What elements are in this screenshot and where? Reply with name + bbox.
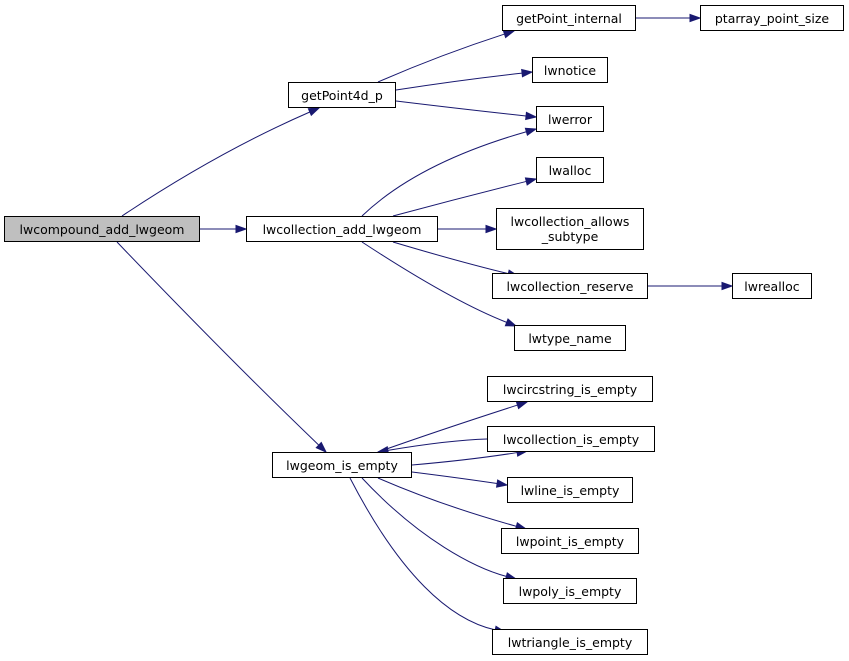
edge-arrowhead (504, 318, 518, 327)
edge-line (395, 100, 527, 117)
edge-lwcollection-add-lwgeom-to-lwerror (361, 127, 538, 217)
edge-line (395, 72, 523, 91)
edge-line (392, 180, 527, 217)
edge-arrowhead (307, 107, 321, 117)
node-lwcollection-add-lwgeom[interactable]: lwcollection_add_lwgeom (246, 216, 438, 242)
edge-lwcompound-add-lwgeom-to-lwcollection-add-lwgeom (200, 224, 248, 234)
edge-line (377, 33, 505, 83)
edge-arrowhead (689, 13, 702, 23)
edge-arrowhead (525, 111, 538, 121)
edge-lwcollection-add-lwgeom-to-lwalloc (392, 177, 538, 217)
node-lwpoint-is-empty[interactable]: lwpoint_is_empty (501, 528, 639, 554)
edge-getpoint4d-p-to-lwerror (395, 100, 538, 121)
node-lwcompound-add-lwgeom[interactable]: lwcompound_add_lwgeom (4, 216, 200, 242)
edge-arrowhead (495, 479, 509, 488)
edge-arrowhead (524, 127, 538, 137)
node-ptarray-point-size[interactable]: ptarray_point_size (700, 5, 844, 31)
edge-line (116, 241, 320, 446)
node-lwcollection-reserve[interactable]: lwcollection_reserve (492, 273, 648, 299)
edge-lwgeom-is-empty-to-lwpoly-is-empty (361, 477, 518, 581)
node-lwcollection-is-empty[interactable]: lwcollection_is_empty (487, 426, 655, 452)
edge-arrowhead (515, 401, 529, 410)
edge-lwcollection-reserve-to-lwrealloc (648, 281, 734, 291)
edge-line (377, 404, 518, 453)
edge-line (411, 471, 498, 485)
edge-line (361, 241, 507, 323)
edge-line (361, 131, 527, 217)
edge-line (377, 477, 517, 527)
edge-lwcompound-add-lwgeom-to-lwgeom-is-empty (116, 241, 328, 454)
edge-lwcompound-add-lwgeom-to-getpoint4d-p (121, 107, 321, 217)
node-lwpoly-is-empty[interactable]: lwpoly_is_empty (503, 578, 637, 604)
edge-arrowhead (524, 177, 538, 186)
node-lwalloc[interactable]: lwalloc (536, 157, 604, 183)
node-lwtype-name[interactable]: lwtype_name (514, 325, 626, 351)
edge-arrowhead (485, 224, 498, 234)
edge-line (411, 452, 518, 466)
node-getpoint4d-p[interactable]: getPoint4d_p (288, 82, 396, 108)
edge-arrowhead (721, 281, 734, 291)
node-lwgeom-is-empty[interactable]: lwgeom_is_empty (272, 452, 412, 478)
node-lwnotice[interactable]: lwnotice (532, 57, 608, 83)
edge-arrowhead (235, 224, 248, 234)
node-lwerror[interactable]: lwerror (536, 106, 604, 132)
edge-arrowhead (315, 441, 328, 454)
edge-lwcollection-add-lwgeom-to-lwtype-name (361, 241, 518, 327)
edge-getpoint4d-p-to-getpoint-internal (377, 30, 516, 83)
edge-line (387, 438, 488, 451)
edge-line (121, 111, 311, 217)
node-lwtriangle-is-empty[interactable]: lwtriangle_is_empty (492, 629, 648, 655)
node-lwrealloc[interactable]: lwrealloc (732, 273, 812, 299)
edge-lwgeom-is-empty-to-lwtriangle-is-empty (349, 477, 507, 634)
edge-getpoint4d-p-to-lwnotice (395, 68, 534, 91)
node-lwcircstring-is-empty[interactable]: lwcircstring_is_empty (487, 376, 653, 402)
edge-line (361, 477, 507, 577)
node-getpoint-internal[interactable]: getPoint_internal (502, 5, 636, 31)
edge-getpoint-internal-to-ptarray-point-size (636, 13, 702, 23)
node-lwline-is-empty[interactable]: lwline_is_empty (507, 477, 633, 503)
edge-line (349, 477, 496, 631)
edge-lwgeom-is-empty-to-lwline-is-empty (411, 471, 509, 488)
node-lwcollection-allows-subtype[interactable]: lwcollection_allows _subtype (496, 208, 644, 250)
edge-lwcollection-add-lwgeom-to-lwcollection-allows-subtype (438, 224, 498, 234)
edge-line (392, 241, 509, 275)
edge-arrowhead (521, 68, 534, 78)
edge-arrowhead (502, 30, 516, 39)
